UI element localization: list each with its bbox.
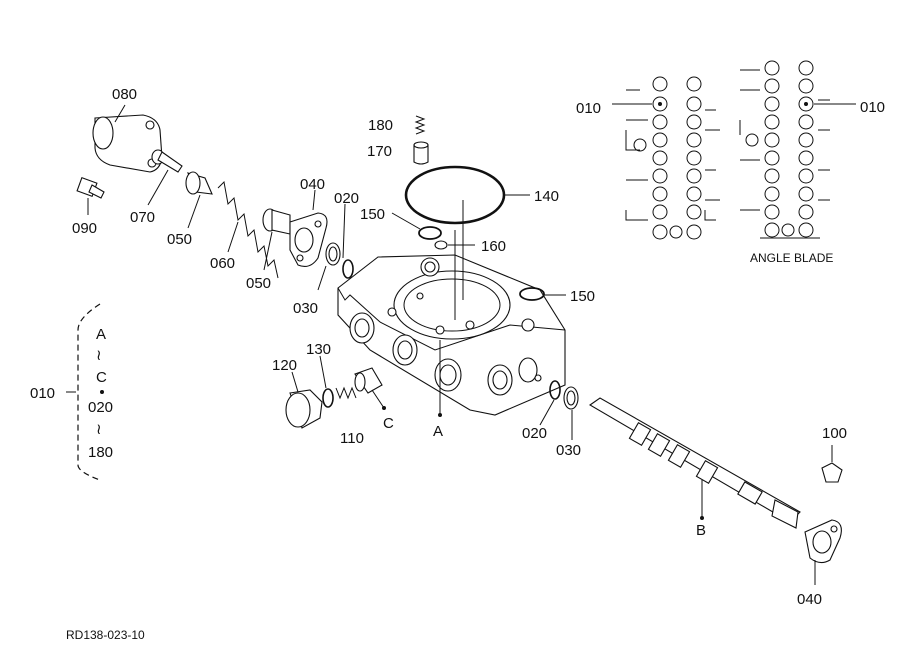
part-020-oring-b [539, 380, 561, 426]
bracket-tilde-2: ≀ [96, 421, 102, 438]
drawing-code: RD138-023-10 [66, 628, 145, 642]
part-170-plug [413, 141, 429, 165]
part-110-spring [335, 386, 357, 400]
label-030-a: 030 [293, 300, 318, 317]
label-010-schematic-right: 010 [860, 99, 885, 116]
part-180-spring [414, 115, 426, 135]
label-040-b: 040 [797, 591, 822, 608]
label-150-a: 150 [360, 206, 385, 223]
part-130-oring [319, 355, 334, 408]
part-150-oring-a [391, 212, 442, 240]
bracket-label-C: C [96, 369, 107, 386]
label-060: 060 [210, 255, 235, 272]
bracket-label-180: 180 [88, 444, 113, 461]
bracket-label-020: 020 [88, 399, 113, 416]
label-160: 160 [481, 238, 506, 255]
bracket-tilde-1: ≀ [96, 347, 102, 364]
part-100-bolt [821, 445, 843, 483]
label-170: 170 [367, 143, 392, 160]
part-090-bolt [76, 176, 105, 215]
label-010-schematic-left: 010 [576, 100, 601, 117]
part-C-poppet [354, 367, 386, 410]
bracket-010 [66, 303, 104, 481]
label-020-a: 020 [334, 190, 359, 207]
label-130: 130 [306, 341, 331, 358]
label-120: 120 [272, 357, 297, 374]
label-010-bracket: 010 [30, 385, 55, 402]
bracket-label-A: A [96, 326, 106, 343]
part-030-ring-a [317, 242, 341, 291]
label-020-b: 020 [522, 425, 547, 442]
part-040-plate-a [289, 189, 328, 267]
label-callout-B: B [696, 522, 706, 539]
valve-body [337, 200, 566, 417]
label-180: 180 [368, 117, 393, 134]
part-150-oring-b [519, 287, 566, 301]
schematic-left [612, 76, 720, 240]
label-080: 080 [112, 86, 137, 103]
label-030-b: 030 [556, 442, 581, 459]
part-160-plug [434, 240, 475, 250]
label-050-b: 050 [246, 275, 271, 292]
label-150-b: 150 [570, 288, 595, 305]
part-070-bolt [147, 149, 183, 206]
label-040-a: 040 [300, 176, 325, 193]
part-020-oring-a [342, 203, 354, 279]
schematic-right [739, 60, 856, 239]
label-callout-C: C [383, 415, 394, 432]
part-060-spring [217, 180, 279, 279]
label-050-a: 050 [167, 231, 192, 248]
label-angle-blade: ANGLE BLADE [750, 251, 833, 265]
label-callout-A: A [433, 423, 443, 440]
part-030-ring-b [563, 386, 579, 440]
label-070: 070 [130, 209, 155, 226]
part-B-spool [588, 397, 801, 529]
label-090: 090 [72, 220, 97, 237]
part-080-cover [92, 104, 163, 173]
label-100: 100 [822, 425, 847, 442]
part-140-oring [404, 165, 530, 225]
label-110: 110 [340, 430, 364, 447]
part-050-seat-a [185, 171, 213, 229]
part-120-plug [285, 371, 323, 429]
label-140: 140 [534, 188, 559, 205]
part-040-plate-b [804, 519, 842, 585]
